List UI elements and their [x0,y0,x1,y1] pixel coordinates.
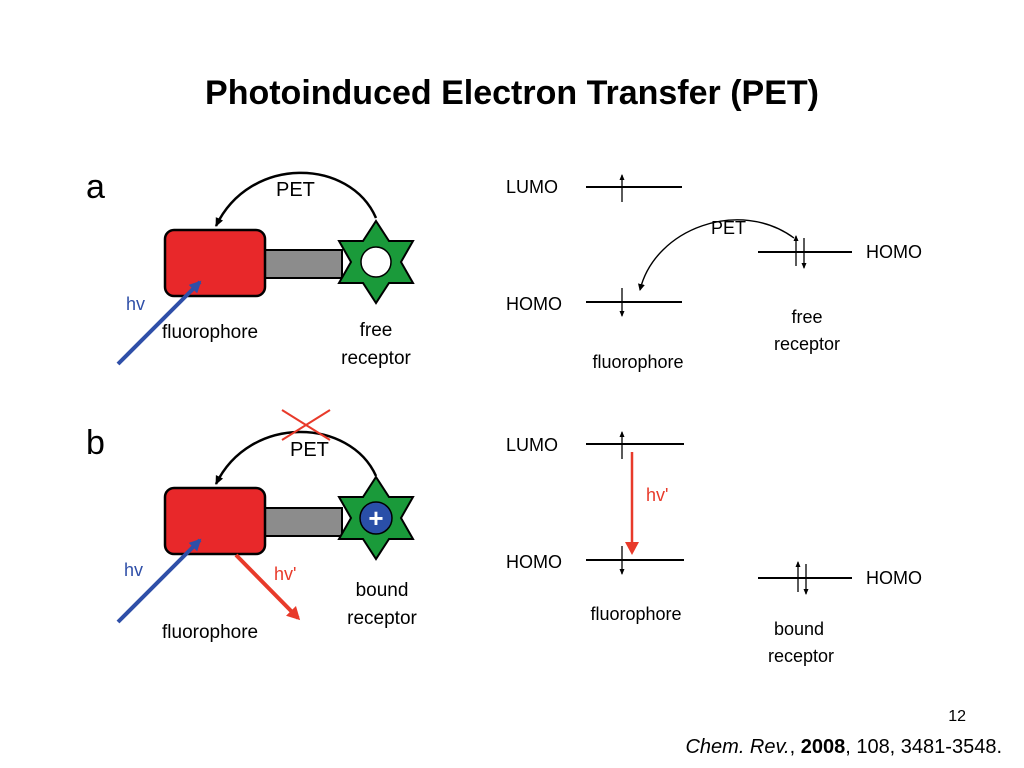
receptor-label-line2: receptor [768,646,834,666]
pet-transfer-arrow [638,219,795,291]
pet-label: PET [276,179,315,201]
citation-journal: Chem. Rev. [685,736,790,758]
citation-separator: , [789,736,801,758]
bound-ion-symbol: + [368,503,383,533]
free-site-circle [360,246,392,278]
receptor-homo-label: HOMO [866,242,922,262]
panel-b-schematic: b PET + hv hv' fluorophore bound recepto… [86,409,418,643]
fluorophore-block [163,228,267,298]
blocked-cross-line2 [281,409,331,441]
receptor-label-line2: receptor [341,348,411,369]
panel-a-schematic: a PET hv fluorophore free receptor [86,168,415,369]
linker-bar [261,507,343,537]
hv-label: hv [124,560,143,580]
citation: Chem. Rev., 2008, 108, 3481-3548. [685,736,1002,759]
receptor-label-line1: free [360,320,393,341]
emission-arrow [234,553,301,621]
panel-b-energy-diagram: LUMO hv' HOMO HOMO fluorophore bound rec… [506,431,922,666]
citation-year: 2008 [800,736,846,758]
homo-label: HOMO [506,294,562,314]
fluorophore-label: fluorophore [162,322,258,343]
receptor-label-line1: bound [774,619,824,639]
pet-label: PET [290,439,329,461]
panel-a-letter: a [86,168,105,206]
linker-bar [261,249,343,279]
page-number: 12 [948,708,966,725]
hv-label: hv [126,294,145,314]
hv-emission-label: hv' [274,564,296,584]
pet-arrow [214,171,378,227]
hv-emission-label: hv' [646,485,668,505]
receptor-label-line1: bound [356,580,409,601]
lumo-label: LUMO [506,435,558,455]
lumo-label: LUMO [506,177,558,197]
excitation-arrow [116,538,202,624]
pet-arrow [214,430,378,485]
pet-figure: a PET hv fluorophore free receptor LUMO … [86,168,922,666]
panel-b-letter: b [86,424,105,462]
slide-title: Photoinduced Electron Transfer (PET) [205,74,819,112]
fluorophore-label: fluorophore [592,352,683,372]
receptor-label-line2: receptor [347,608,417,629]
panel-a-energy-diagram: LUMO HOMO PET HOMO fluorophore free rece… [506,174,922,372]
receptor-label-line2: receptor [774,334,840,354]
homo-label: HOMO [506,552,562,572]
citation-volume-pages: , 108, 3481-3548. [845,736,1002,758]
fluorophore-block [163,486,267,556]
fluorophore-label: fluorophore [162,622,258,643]
bound-ion-circle [359,501,393,535]
excitation-arrow [116,280,202,366]
fluorophore-label: fluorophore [590,604,681,624]
pet-label: PET [711,218,746,238]
receptor-homo-label: HOMO [866,568,922,588]
receptor-label-line1: free [791,307,822,327]
